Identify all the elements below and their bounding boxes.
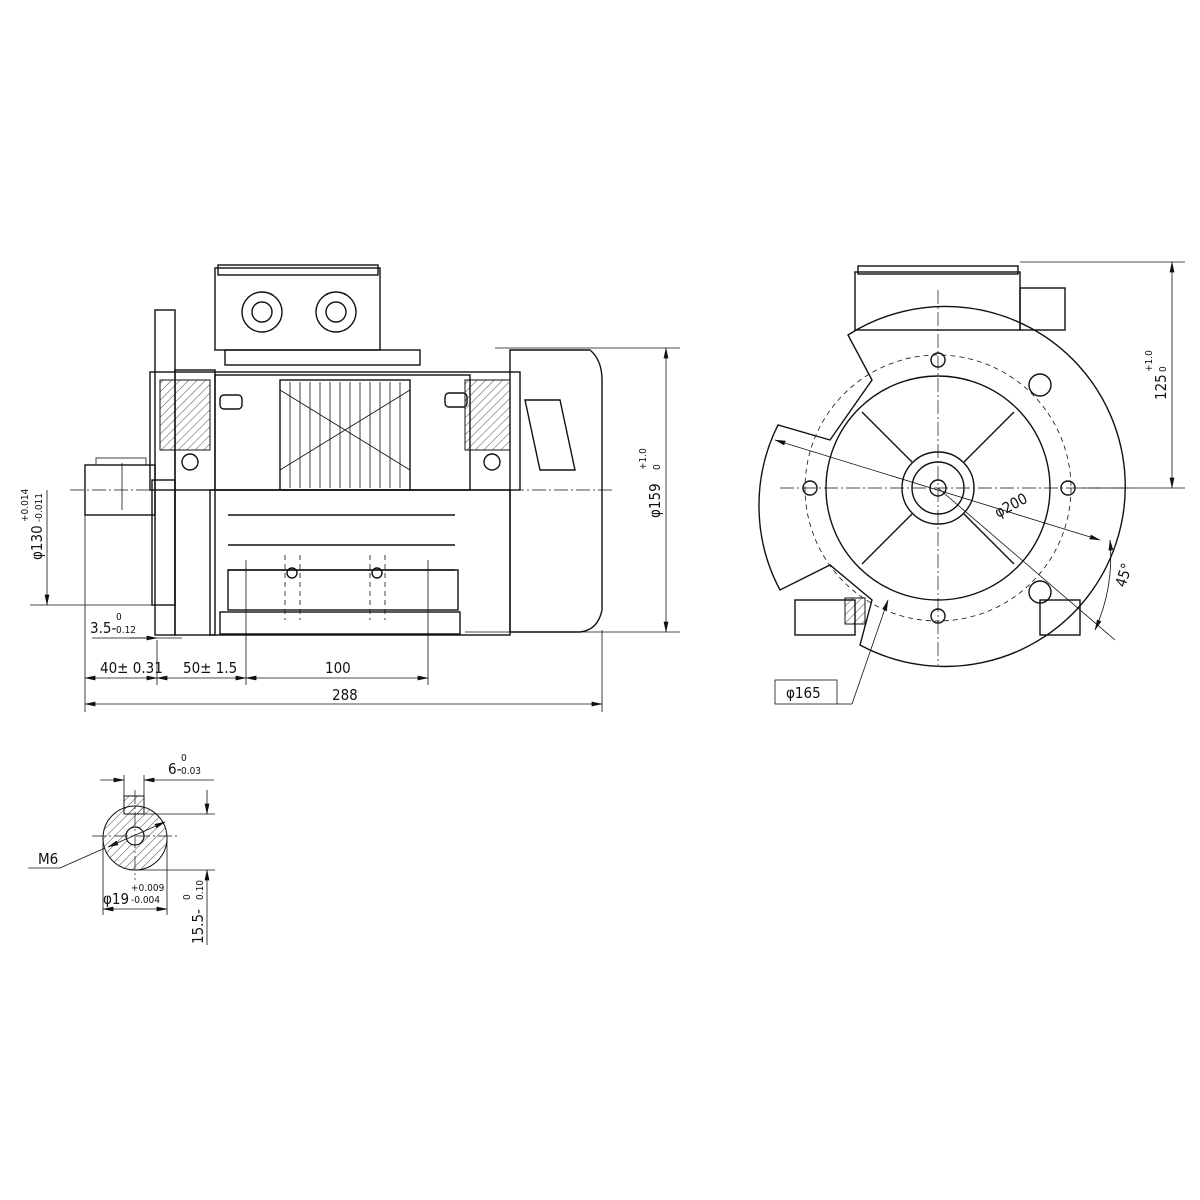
dimension-label: 288: [332, 686, 358, 704]
dimension-label: 0.12: [116, 625, 136, 636]
dimension-label: 0: [116, 612, 122, 623]
flange-outline: [758, 305, 1126, 668]
dimension-label: φ130: [28, 525, 46, 560]
dimension-label: +1.0: [1144, 350, 1155, 372]
dimension-label: M6: [38, 850, 58, 868]
dimension-label: 100: [325, 659, 351, 677]
dimension-label: φ159: [646, 483, 664, 518]
shaft-section: 6- 0 0.03 15.5- 0 0.10 φ19 +0.009 -0.004…: [28, 753, 215, 945]
dimension-label: 0: [182, 894, 193, 900]
dimension-label: 0.03: [181, 766, 201, 777]
end-view: 125 +1.0 0 φ200 45° φ165: [758, 261, 1185, 705]
dimension-label: 40± 0.31: [100, 659, 163, 677]
dimension-label: 6-: [168, 760, 182, 778]
dimension-label: 0.10: [195, 880, 206, 900]
side-view-dimensions: φ130 +0.014 -0.011 3.5- 0 0.12 40± 0.31 …: [20, 347, 680, 712]
terminal-box: [214, 264, 421, 366]
dimension-label: 0: [181, 753, 187, 764]
dimension-label: 50± 1.5: [183, 659, 237, 677]
dimension-label: 125: [1152, 374, 1170, 400]
dimension-label: +1.0: [638, 448, 649, 470]
dimension-label: 0: [1158, 366, 1169, 372]
flange: [154, 309, 176, 636]
dimension-label: φ19: [103, 890, 129, 908]
dimension-label: φ165: [786, 684, 821, 702]
fan-cover: [509, 349, 603, 633]
side-view: [70, 264, 615, 636]
dimension-label: +0.009: [131, 883, 165, 894]
dimension-label: 45°: [1112, 561, 1137, 589]
svg-text:φ130: φ130: [28, 525, 46, 560]
dimension-label: -0.011: [34, 493, 45, 522]
dimension-label: 15.5-: [189, 909, 207, 944]
stator-core: [279, 379, 411, 491]
dimension-label: -0.004: [131, 895, 160, 906]
dimension-label: 3.5-: [90, 619, 116, 637]
dimension-label: 0: [652, 464, 663, 470]
dimension-label: +0.014: [20, 488, 31, 522]
